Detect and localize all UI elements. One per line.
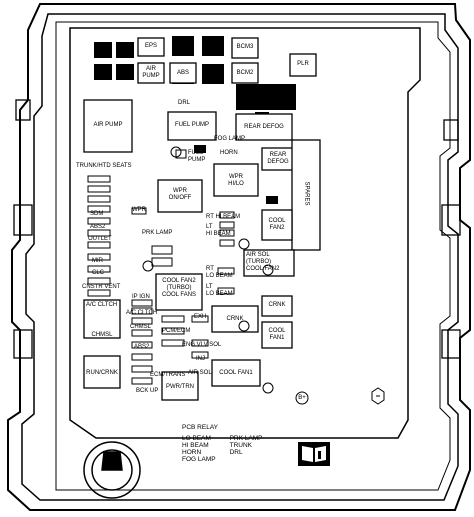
label-chmsl: CHMSL	[91, 332, 113, 338]
label-chmsl2: CHMSL	[130, 324, 152, 330]
label-ecm-trans: ECM/TRANS	[150, 372, 186, 378]
label-abs3: ABS2	[134, 344, 150, 350]
label-lt-hi-beam: LT HI BEAM	[206, 224, 231, 237]
label-crnk-small: CRNK	[268, 302, 286, 308]
label-abs2: ABS2	[90, 224, 106, 230]
label-rt-hi-beam: RT HI BEAM	[206, 214, 241, 220]
label-wpr-onoff: WPR ON/OFF	[168, 188, 192, 201]
label-spares: SPARES	[303, 181, 310, 206]
label-inj: INJ	[196, 356, 205, 362]
label-pcm-ecm: PCM/ECM	[162, 328, 191, 334]
label-clc: CLC	[92, 270, 105, 276]
label-fog-lamp: FOG LAMP	[214, 136, 246, 142]
label-b-plus: B+	[298, 395, 306, 401]
label-bcm3: BCM3	[236, 44, 254, 50]
housing-outline	[7, 3, 471, 511]
label-ac-clth: A/C CLTCH	[86, 302, 118, 308]
label-horn: HORN	[220, 150, 238, 156]
manual-book-icon	[298, 442, 330, 466]
label-crnk: CRNK	[226, 316, 244, 322]
label-abs: ABS	[176, 70, 189, 76]
label-cool-fan2: COOL FAN2	[268, 218, 286, 231]
fuse-outlines	[83, 37, 321, 401]
label-rear-defog-relay: REAR DEFOG	[244, 124, 284, 130]
label-rt-lo-beam: RT LO BEAM	[206, 266, 233, 279]
label-cool-fan2-turbo: COOL FAN2 (TURBO) COOL FANS	[161, 278, 197, 298]
label-bck-up: BCK UP	[136, 388, 159, 394]
label-air-pump-small: AIR PUMP	[142, 66, 160, 79]
legend-col1: LO BEAM HI BEAM HORN FOG LAMP	[182, 435, 216, 463]
bolt-hex-icon	[371, 387, 385, 405]
legend-item: HI BEAM	[182, 442, 209, 449]
label-air-sol: AIR SOL	[188, 370, 212, 376]
label-pwr-trn: PWR/TRN	[166, 384, 194, 390]
side-clips	[13, 99, 461, 359]
mounting-holes	[142, 146, 309, 405]
label-trunk-htd-seats: TRUNK/HTD SEATS	[76, 163, 132, 169]
label-exh: EXH	[194, 314, 207, 320]
label-air-pump-relay: AIR PUMP	[93, 122, 123, 128]
label-eng-vlv-sol: ENG VLV SOL	[182, 342, 222, 348]
legend-item: DRL	[229, 449, 243, 456]
small-fuse-slots	[87, 149, 235, 385]
legend-item: LO BEAM	[182, 435, 211, 442]
legend-item: PRK LAMP	[229, 435, 263, 442]
label-air-sol-turbo: AIR SOL (TURBO) COOL FAN2	[246, 252, 280, 272]
legend-title: PCB RELAY	[182, 424, 219, 431]
label-wpr-hilo: WPR HI/LO	[228, 174, 244, 187]
label-outlet: OUTLET	[88, 236, 112, 242]
label-ac-cltch2: A/C CLTCH	[126, 310, 158, 316]
pcb-relay-legend: PCB RELAY LO BEAM HI BEAM HORN FOG LAMP …	[182, 424, 262, 463]
label-cool-fan1-relay: COOL FAN1	[219, 370, 253, 376]
label-prk-lamp: PRK LAMP	[142, 230, 173, 236]
label-drl: DRL	[178, 100, 191, 106]
legend-item: TRUNK	[229, 442, 252, 449]
legend-item: FOG LAMP	[182, 456, 216, 463]
label-wpr: WPR	[132, 207, 146, 213]
label-sdm: SDM	[90, 211, 104, 217]
bolt-post	[83, 441, 141, 499]
label-cnstr-vent: CNSTR VENT	[82, 284, 121, 290]
label-ip-ign: IP IGN	[132, 294, 150, 300]
label-rear-defog-fuse: REAR DEFOG	[267, 152, 289, 165]
label-cool-fan1: COOL FAN1	[268, 328, 286, 341]
label-plr: PLR	[297, 61, 309, 67]
label-fuel-pump-relay: FUEL PUMP	[174, 122, 210, 128]
label-fuel-pump-fuse: FUEL PUMP	[188, 150, 206, 163]
label-run-crnk: RUN/CRNK	[86, 370, 118, 376]
legend-item: HORN	[182, 449, 202, 456]
fuse-panel-outline	[69, 27, 421, 439]
label-mir: MIR	[92, 258, 103, 264]
legend-col2: PRK LAMP TRUNK DRL	[230, 435, 263, 463]
label-eps: EPS	[144, 43, 157, 49]
label-lt-lo-beam: LT LO BEAM	[206, 284, 233, 297]
label-bcm2: BCM2	[236, 70, 254, 76]
